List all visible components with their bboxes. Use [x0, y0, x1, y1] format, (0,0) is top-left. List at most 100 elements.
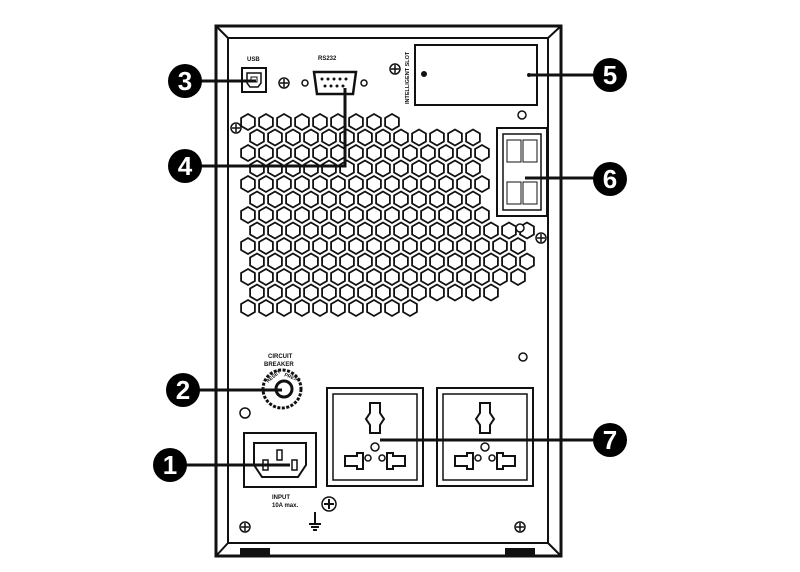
- callout-leader-lines: [180, 73, 600, 467]
- vent-hole: [267, 221, 283, 240]
- vent-hole: [438, 236, 454, 256]
- vent-hole: [357, 221, 373, 240]
- vent-hole: [384, 143, 400, 163]
- vent-hole: [465, 159, 481, 178]
- callout-circle: [153, 448, 187, 482]
- vent-hole: [366, 205, 382, 225]
- vent-hole: [402, 236, 418, 256]
- vent-hole: [411, 252, 427, 271]
- callout-number: 6: [603, 164, 617, 194]
- vent-hole: [294, 236, 310, 256]
- callout-number: 2: [176, 375, 190, 405]
- intelligent-slot[interactable]: [414, 44, 538, 106]
- vent-hole: [438, 174, 454, 194]
- vent-hole: [492, 236, 508, 256]
- vent-hole: [456, 205, 472, 225]
- vent-hole: [375, 283, 391, 302]
- vent-hole: [276, 143, 292, 163]
- screw-icon: [278, 77, 290, 89]
- vent-hole: [393, 283, 409, 302]
- vent-hole: [420, 174, 436, 194]
- vent-hole: [456, 143, 472, 163]
- vent-hole: [321, 283, 337, 302]
- callout-number: 1: [163, 450, 177, 480]
- vent-hole: [510, 267, 526, 287]
- rs232-port[interactable]: [312, 70, 358, 96]
- vent-hole: [429, 190, 445, 209]
- vent-hole: [285, 252, 301, 271]
- vent-hole: [294, 205, 310, 225]
- vent-hole: [402, 298, 418, 318]
- vent-hole: [357, 252, 373, 271]
- vent-hole: [339, 283, 355, 302]
- vent-hole: [492, 267, 508, 287]
- vent-hole: [348, 143, 364, 163]
- vent-hole: [330, 174, 346, 194]
- vent-hole: [465, 283, 481, 302]
- vent-hole: [384, 205, 400, 225]
- vent-hole: [294, 174, 310, 194]
- ac-input-socket[interactable]: [243, 432, 317, 488]
- vent-hole: [447, 221, 463, 240]
- vent-hole: [249, 159, 265, 178]
- vent-hole: [294, 143, 310, 163]
- vent-hole: [240, 236, 256, 256]
- vent-hole: [429, 221, 445, 240]
- vent-hole: [321, 159, 337, 178]
- vent-hole: [393, 190, 409, 209]
- vent-hole: [447, 128, 463, 147]
- vent-hole: [384, 236, 400, 256]
- callout-number: 5: [603, 60, 617, 90]
- vent-hole: [294, 267, 310, 287]
- vent-hole: [411, 190, 427, 209]
- vent-hole: [411, 283, 427, 302]
- vent-hole: [393, 252, 409, 271]
- vent-hole: [276, 298, 292, 318]
- vent-hole: [258, 174, 274, 194]
- vent-hole: [357, 128, 373, 147]
- vent-hole: [402, 174, 418, 194]
- vent-hole: [429, 159, 445, 178]
- vent-hole: [483, 283, 499, 302]
- vent-hole: [501, 252, 517, 271]
- ground-screw-icon: [321, 496, 337, 512]
- vent-hole: [501, 221, 517, 240]
- callout-6: 6: [593, 162, 627, 196]
- callout-5: 5: [593, 58, 627, 92]
- vent-hole: [267, 252, 283, 271]
- vent-hole: [249, 221, 265, 240]
- vent-hole: [303, 283, 319, 302]
- vent-hole: [348, 267, 364, 287]
- vent-hole: [519, 252, 535, 271]
- ac-output-outlet-1[interactable]: [326, 387, 424, 487]
- callout-circle: [166, 373, 200, 407]
- vent-hole: [267, 190, 283, 209]
- vent-hole: [321, 252, 337, 271]
- vent-hole: [384, 298, 400, 318]
- vent-hole: [258, 298, 274, 318]
- callout-circle: [593, 162, 627, 196]
- vent-hole: [276, 205, 292, 225]
- external-battery-connector[interactable]: [496, 127, 548, 217]
- vent-hole: [240, 112, 256, 132]
- vent-hole: [267, 159, 283, 178]
- vent-hole: [447, 283, 463, 302]
- vent-hole: [312, 205, 328, 225]
- callout-number: 4: [178, 151, 193, 181]
- vent-hole: [375, 252, 391, 271]
- vent-hole: [240, 205, 256, 225]
- vent-hole: [339, 128, 355, 147]
- vent-hole: [375, 221, 391, 240]
- ac-output-outlet-2[interactable]: [436, 387, 534, 487]
- vent-hole: [420, 143, 436, 163]
- callout-circle: [168, 149, 202, 183]
- vent-hole: [276, 174, 292, 194]
- vent-hole: [429, 128, 445, 147]
- vent-hole: [447, 252, 463, 271]
- vent-hole: [456, 236, 472, 256]
- vent-hole: [465, 128, 481, 147]
- vent-hole: [474, 236, 490, 256]
- vent-hole: [312, 267, 328, 287]
- vent-hole: [330, 143, 346, 163]
